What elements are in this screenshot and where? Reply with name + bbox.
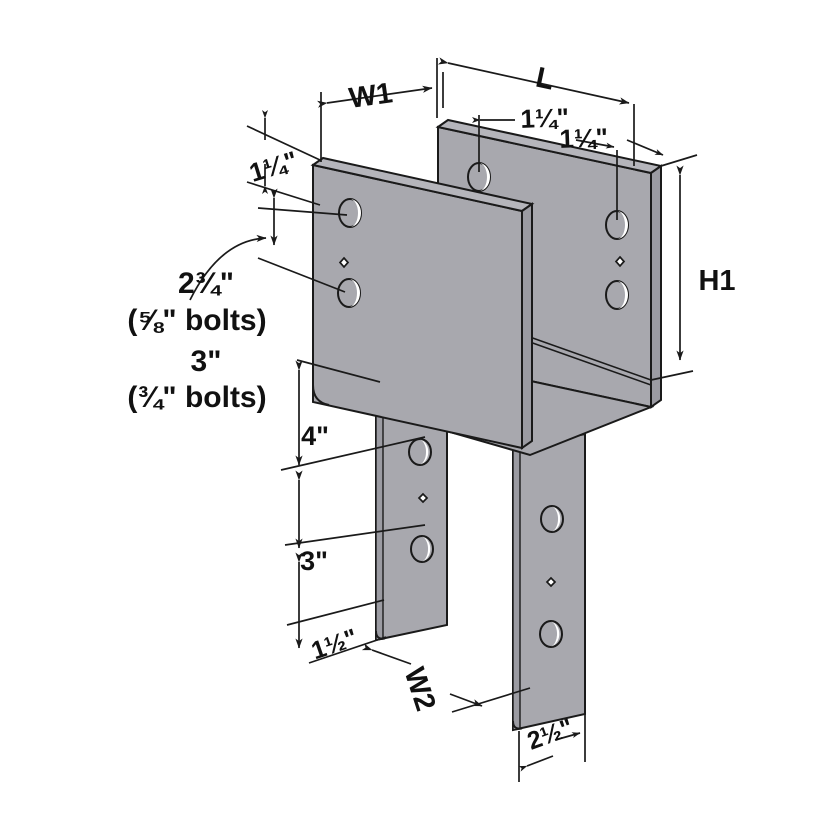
left-strap-hole-1-highlight: [420, 439, 429, 465]
front-plate-right-bevel: [521, 202, 533, 450]
ext-h1-top: [660, 154, 698, 167]
dim-line-topback-right: [575, 139, 615, 149]
note-line-3: 3": [191, 345, 222, 378]
back-plate-right-bevel: [650, 164, 662, 409]
front-plate-diamond: [338, 256, 350, 269]
right-plate-hole-1-highlight: [617, 211, 628, 239]
label-top-back-right-125: 1¼": [559, 122, 609, 154]
dim-line-h1-tick: [626, 139, 664, 156]
ext-chain-2: [284, 524, 426, 546]
dim-line-25-b: [554, 732, 581, 741]
bolt-spacing-note: 2¾" (⅝" bolts) 3" (¾" bolts): [127, 267, 266, 414]
dim-line-25-a: [518, 755, 554, 772]
right-plate-hole-2-highlight: [617, 281, 628, 309]
label-l: L: [533, 62, 557, 97]
note-curved-arrow: [189, 234, 267, 301]
front-plate-hole-1-highlight: [350, 199, 361, 227]
channel-floor-fold-2: [526, 340, 652, 386]
right-strap-corner: [512, 720, 523, 730]
right-strap: [512, 432, 586, 732]
lead-topleft-2: [246, 181, 321, 206]
left-strap-face: [375, 397, 448, 642]
front-plate-hole-2-highlight: [349, 279, 360, 307]
note-line-2: (⅝" bolts): [127, 304, 266, 337]
ext-h1-bottom: [650, 370, 694, 381]
right-strap-edge: [512, 447, 521, 731]
lead-front-hole-1: [257, 207, 348, 216]
ext-chain-3: [286, 599, 385, 626]
ext-chain-top: [296, 359, 381, 383]
note-line-4: (¾" bolts): [127, 381, 266, 414]
ext-chain-1: [280, 436, 426, 471]
left-strap-hole-2-highlight: [422, 536, 431, 562]
dim-line-l: [437, 57, 630, 105]
label-top-back-left-125: 1¼": [520, 102, 570, 134]
lead-front-hole-2: [257, 257, 346, 293]
back-plate-hole-1-highlight: [479, 163, 490, 191]
right-strap-hole-1-highlight: [552, 506, 561, 532]
label-4in: 4": [301, 421, 329, 451]
right-strap-diamond: [545, 576, 557, 588]
label-w1: W1: [347, 77, 395, 115]
dimension-annotations: [189, 57, 698, 782]
ext-w2-left: [308, 636, 387, 664]
dim-line-w1: [317, 85, 433, 108]
front-plate-corner: [312, 384, 330, 406]
lead-topleft-1: [246, 125, 321, 161]
left-strap: [375, 397, 448, 642]
right-strap-hole-2-highlight: [551, 621, 560, 647]
label-3in: 3": [300, 546, 328, 576]
left-strap-diamond: [417, 492, 429, 504]
label-h1: H1: [698, 265, 735, 297]
ext-w2-right: [451, 687, 531, 713]
right-plate-diamond: [614, 255, 626, 268]
dim-line-w2-a: [361, 643, 412, 665]
channel-floor-fold-1: [526, 335, 652, 381]
front-plate: [310, 156, 535, 450]
dim-line-w2-b: [449, 693, 483, 707]
note-line-1: 2¾": [178, 267, 234, 300]
